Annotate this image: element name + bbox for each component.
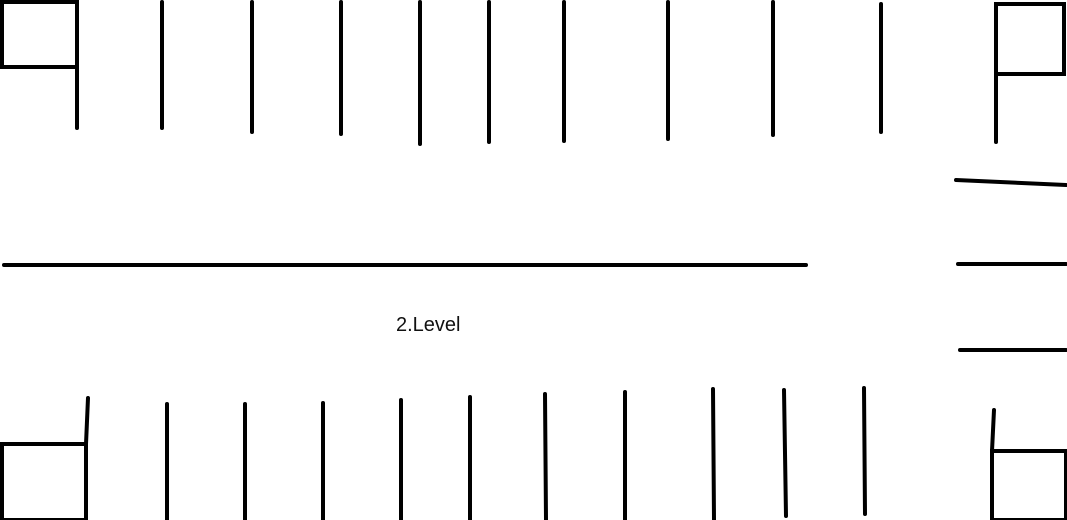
bottom-stall-divider xyxy=(990,408,996,453)
corner-box-top-left xyxy=(0,0,79,69)
bottom-stall-divider xyxy=(84,396,90,446)
bottom-stall-divider xyxy=(543,392,548,520)
right-stall-divider xyxy=(954,178,1067,187)
bottom-stall-divider xyxy=(711,387,716,520)
corner-box-bottom-left xyxy=(0,442,88,520)
bottom-stall-divider xyxy=(862,386,867,516)
corner-box-bottom-right xyxy=(990,449,1067,520)
corner-box-top-right xyxy=(994,2,1066,76)
level-label: 2.Level xyxy=(396,314,461,336)
bottom-stall-divider xyxy=(782,388,788,518)
